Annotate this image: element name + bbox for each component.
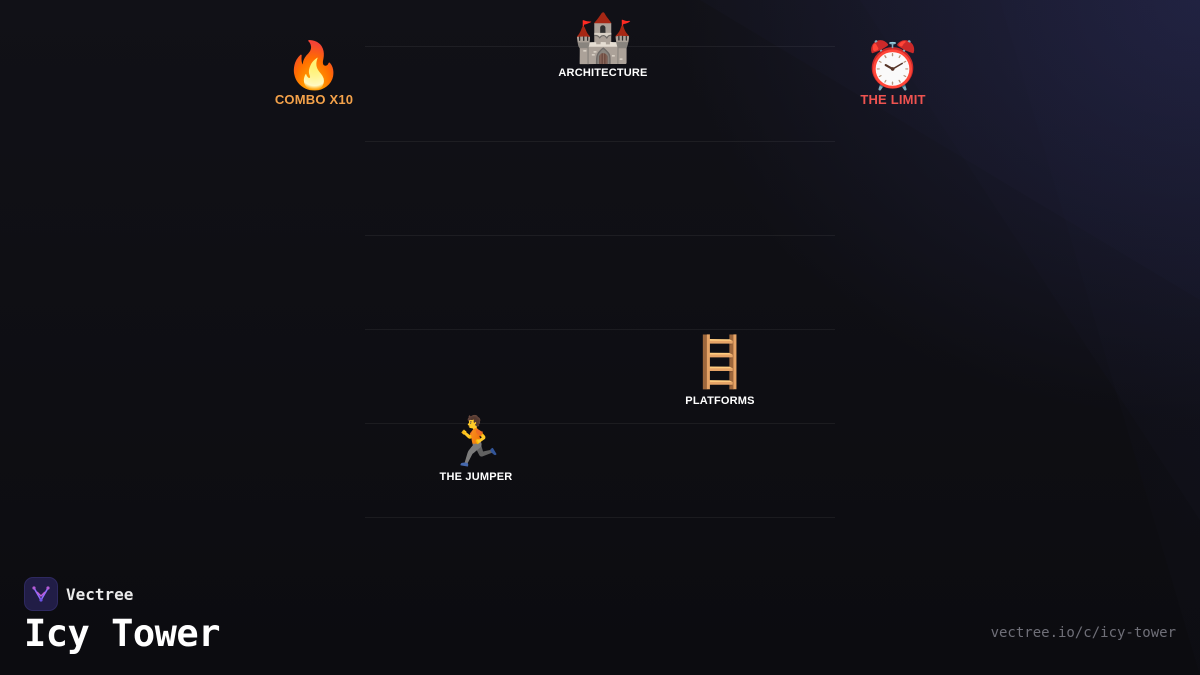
node-combo-label: COMBO X10	[274, 92, 354, 107]
platform-line	[365, 235, 835, 236]
fire-icon: 🔥	[285, 38, 343, 92]
castle-icon: 🏰	[573, 10, 633, 66]
node-limit-label: THE LIMIT	[860, 92, 926, 107]
platform-line	[365, 423, 835, 424]
node-architecture[interactable]: 🏰 ARCHITECTURE	[558, 14, 647, 79]
course-url[interactable]: vectree.io/c/icy-tower	[990, 625, 1176, 641]
ladder-icon: 🪜	[688, 333, 752, 391]
node-combo[interactable]: 🔥 COMBO X10	[275, 42, 353, 107]
vectree-logo-icon	[24, 577, 58, 611]
alarm-clock-icon: ⏰	[864, 38, 922, 92]
platform-line	[365, 517, 835, 518]
platform-line	[365, 46, 835, 47]
platform-line	[365, 329, 835, 330]
running-man-icon: 🏃	[446, 414, 506, 470]
node-jumper[interactable]: 🏃 THE JUMPER	[440, 418, 513, 483]
node-platforms-label: PLATFORMS	[685, 395, 755, 407]
page-title: Icy Tower	[24, 612, 220, 655]
node-jumper-label: THE JUMPER	[439, 471, 513, 483]
brand[interactable]: Vectree	[24, 577, 133, 611]
node-limit[interactable]: ⏰ THE LIMIT	[860, 42, 925, 107]
node-architecture-label: ARCHITECTURE	[558, 67, 648, 79]
platform-line	[365, 141, 835, 142]
brand-name: Vectree	[66, 584, 134, 604]
node-platforms[interactable]: 🪜 PLATFORMS	[685, 337, 754, 407]
